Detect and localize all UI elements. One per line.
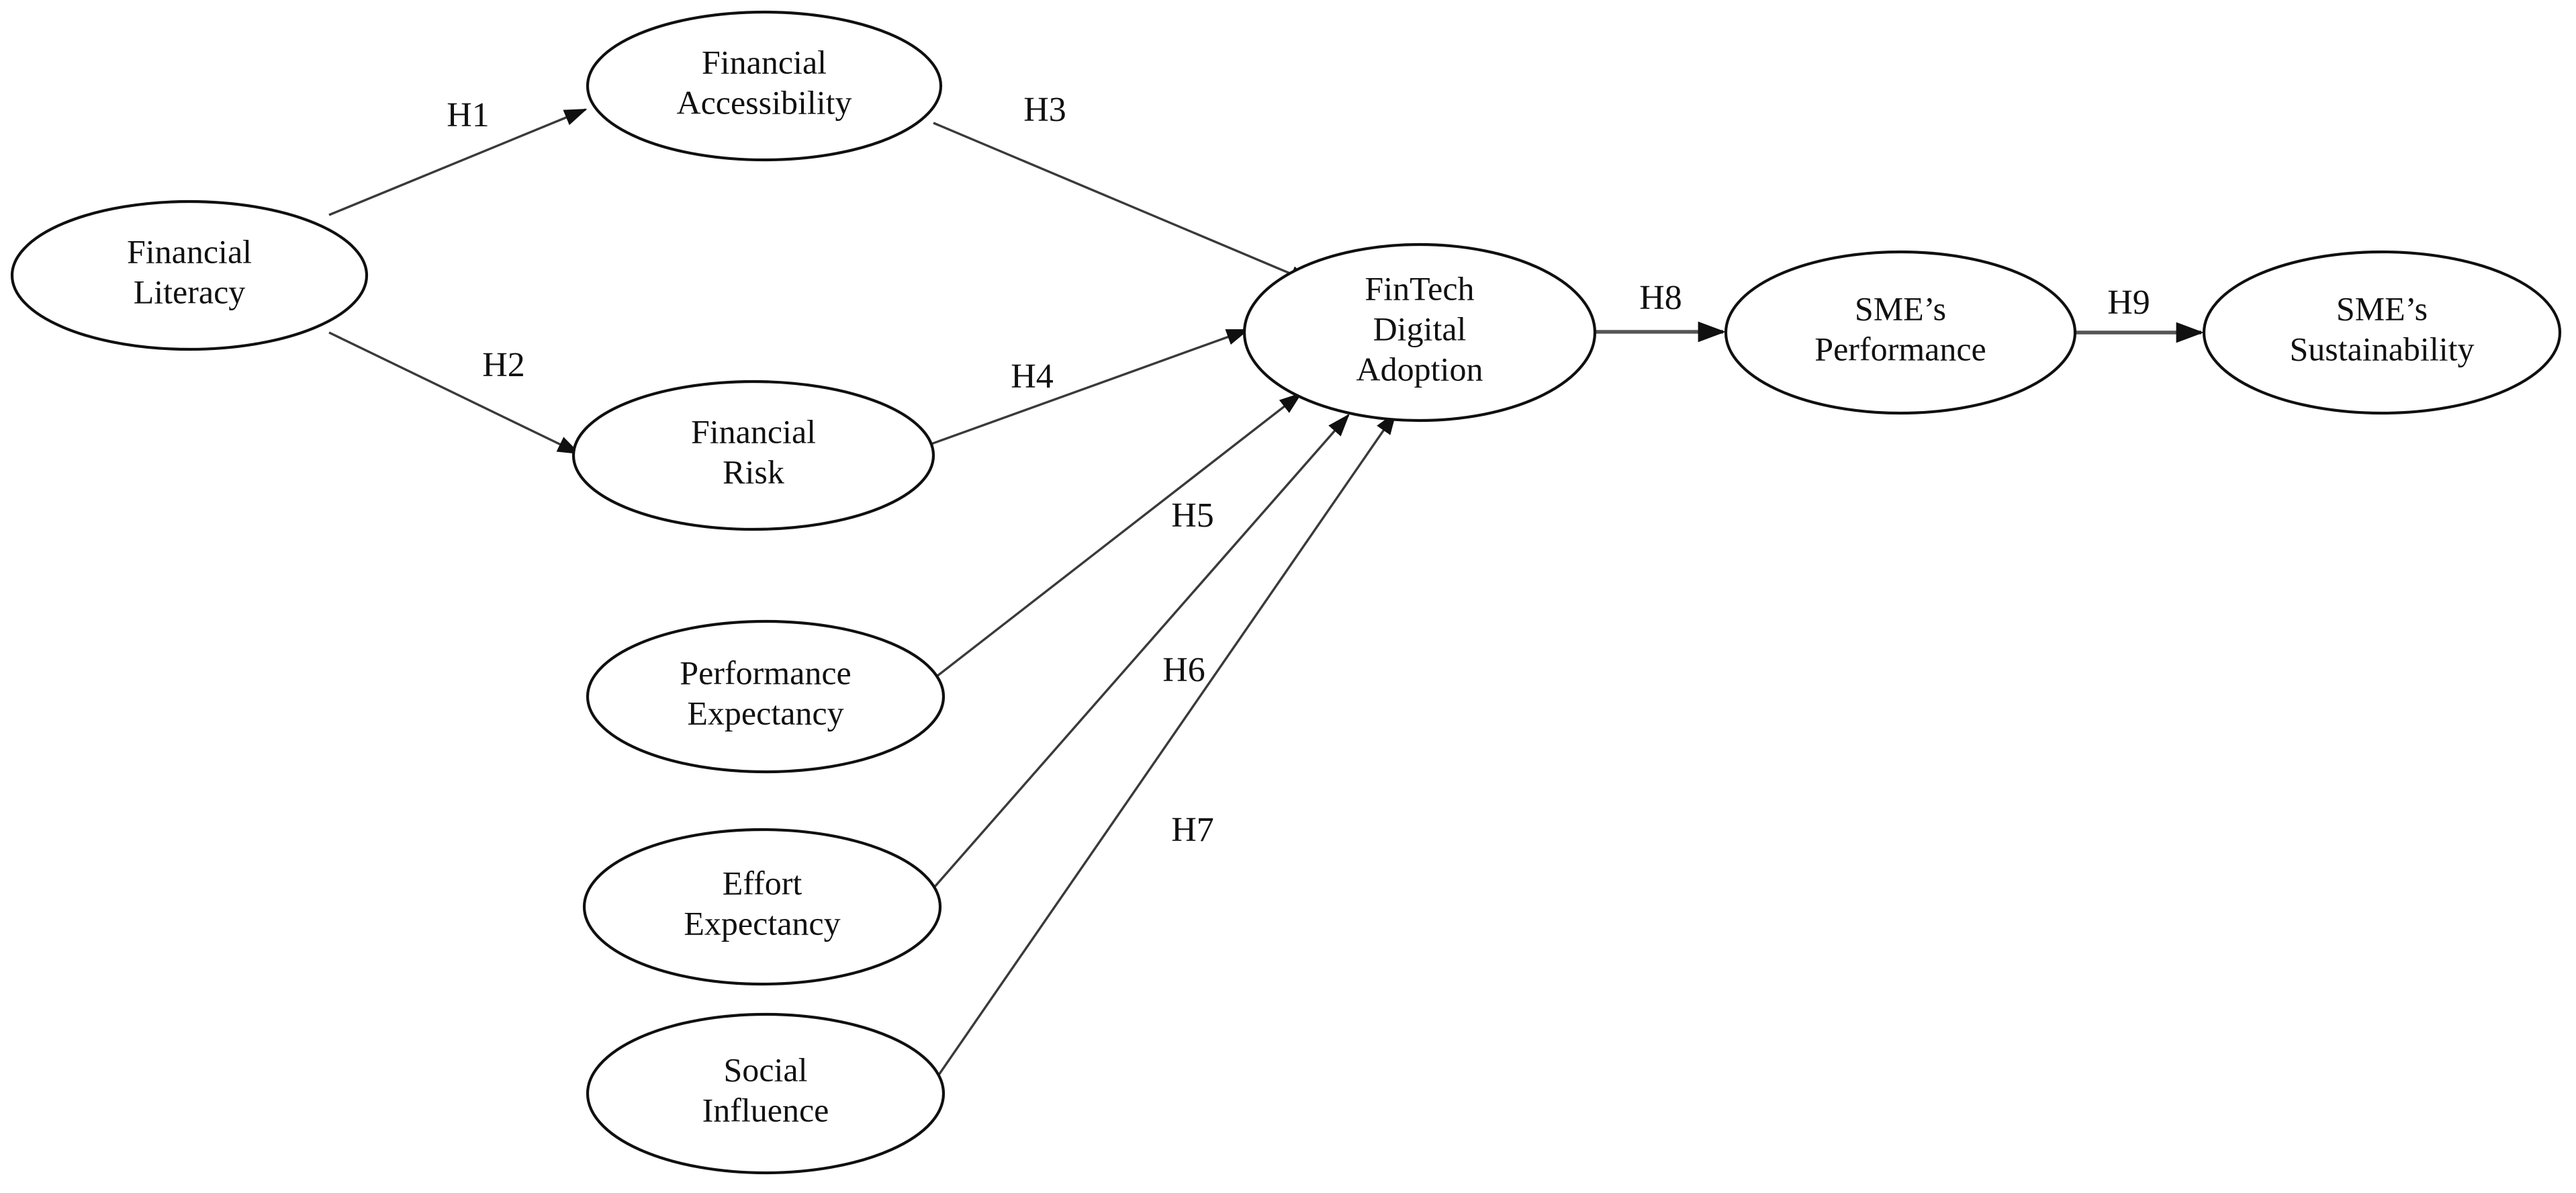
- node-sme-sustainability-label-line2: Sustainability: [2290, 330, 2475, 367]
- edge-h5-arrow: [936, 392, 1303, 677]
- node-effort-expectancy-ellipse: [582, 828, 942, 986]
- edge-label-h4: H4: [1011, 357, 1054, 396]
- node-financial-accessibility-label-line2: Accessibility: [676, 83, 852, 121]
- edge-h1-arrow: [328, 108, 588, 216]
- edges-layer: [328, 108, 2204, 1075]
- node-sme-performance-label-line2: Performance: [1814, 330, 1986, 367]
- edge-h2-arrow: [328, 331, 581, 455]
- edge-label-h5: H5: [1171, 496, 1214, 535]
- node-sme-sustainability-ellipse: [2202, 250, 2562, 415]
- edge-h3-arrow: [933, 122, 1313, 283]
- edge-label-h8: H8: [1639, 279, 1682, 317]
- node-fintech-digital-adoption-label-line3: Adoption: [1356, 350, 1483, 388]
- node-sme-sustainability-label-line1: SME’s: [2336, 290, 2428, 327]
- node-social-influence-ellipse: [586, 1012, 946, 1175]
- node-social-influence-label-line1: Social: [724, 1051, 808, 1088]
- node-sme-performance-label-line1: SME’s: [1855, 290, 1946, 327]
- node-financial-accessibility-ellipse: [586, 10, 943, 162]
- edge-label-h9: H9: [2107, 283, 2150, 322]
- edge-h7-arrow: [937, 411, 1397, 1075]
- node-financial-literacy-label-line1: Financial: [127, 232, 252, 270]
- node-effort-expectancy-label-line1: Effort: [723, 864, 802, 901]
- node-financial-accessibility-label-line1: Financial: [702, 43, 827, 81]
- edge-label-h3: H3: [1023, 91, 1066, 129]
- node-performance-expectancy-label-line1: Performance: [680, 654, 851, 691]
- node-financial-literacy-label-line2: Literacy: [134, 273, 246, 310]
- node-fintech-digital-adoption-ellipse: [1242, 242, 1597, 423]
- node-fintech-digital-adoption-label-line1: FinTech: [1365, 269, 1474, 307]
- nodes-layer: FinancialLiteracyFinancialAccessibilityF…: [10, 10, 2562, 1175]
- edge-label-h2: H2: [482, 346, 525, 384]
- node-sme-performance-ellipse: [1724, 250, 2077, 415]
- edge-label-h1: H1: [447, 96, 490, 134]
- node-fintech-digital-adoption-label-line2: Digital: [1373, 310, 1467, 347]
- node-financial-literacy-ellipse: [10, 200, 369, 351]
- node-financial-risk-ellipse: [571, 380, 935, 531]
- edge-h6-arrow: [933, 413, 1350, 888]
- node-financial-risk-label-line1: Financial: [691, 412, 816, 450]
- node-social-influence-label-line2: Influence: [702, 1091, 829, 1129]
- edge-h4-arrow: [927, 328, 1250, 447]
- node-performance-expectancy-ellipse: [586, 619, 946, 774]
- edge-label-h6: H6: [1162, 651, 1205, 689]
- edge-label-h7: H7: [1171, 811, 1214, 849]
- node-effort-expectancy-label-line2: Expectancy: [684, 904, 840, 942]
- node-financial-risk-label-line2: Risk: [723, 453, 784, 490]
- node-performance-expectancy-label-line2: Expectancy: [687, 694, 843, 732]
